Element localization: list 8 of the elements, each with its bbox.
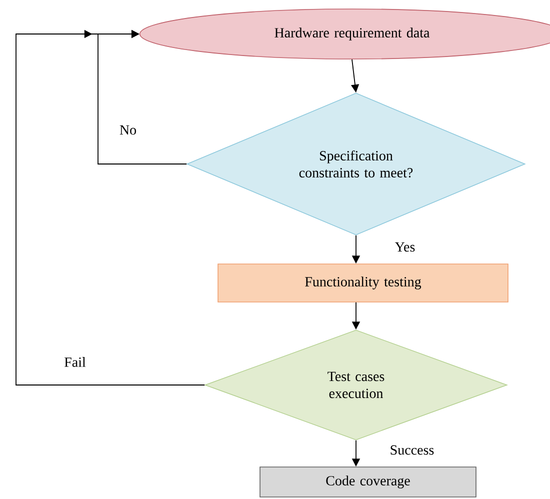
- edge-label: Fail: [63, 356, 87, 368]
- process-box: Code coverage: [260, 466, 476, 498]
- edge-label: Success: [388, 444, 436, 456]
- edge-label: Yes: [394, 241, 416, 253]
- process-box: Functionality testing: [218, 264, 508, 302]
- edge-label: No: [118, 124, 138, 136]
- oval-node: Hardware requirement data: [139, 8, 550, 60]
- arrow: [16, 30, 206, 386]
